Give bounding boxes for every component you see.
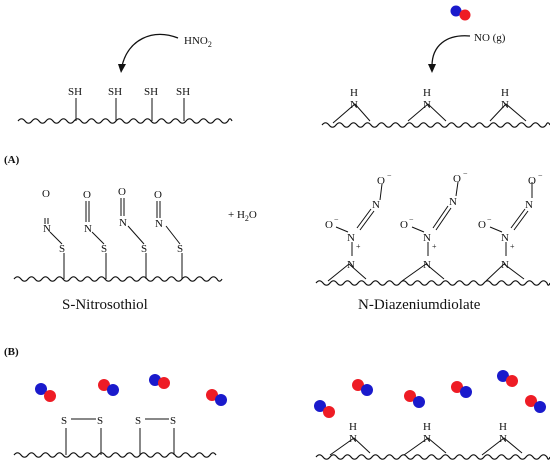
water-label: + H2O [228,209,257,223]
no-molecule-icon [451,381,472,398]
no-molecule-icon [35,383,56,402]
o-atom-2: O [83,189,91,201]
nitrosothiol-groups [44,198,183,279]
n-atom-1: N [43,223,51,235]
regenerated-amine-surface [315,454,550,460]
no-molecule-icon [314,400,335,418]
dz2-n-central: N [423,232,431,244]
diazeniumdiolate-atoms: N N + O − N O − N N + O − N O − N N + O … [325,169,543,271]
product-name-nitrosothiol: S-Nitrosothiol [62,297,148,313]
disulfide-s-4: S [170,415,176,427]
dz3-o-top-minus: − [538,171,543,180]
section-label-a: (A) [4,154,20,166]
thiol-surface [17,118,233,124]
thiol-groups: SH SH SH SH [68,86,190,121]
nitrosothiol-atoms: O N S O N S O N S O N S [42,186,183,255]
sh-label-4: SH [176,86,190,98]
sh-label-3: SH [144,86,158,98]
regen-h-3: H [499,421,507,433]
regenerated-amine-groups [329,437,523,456]
section-label-b: (B) [4,346,19,358]
no-molecule-icon [352,379,373,396]
s-atom-2: S [101,243,107,255]
no-molecule-icon [149,374,170,389]
diazeniumdiolate-surface [315,280,550,286]
product-name-diazeniumdiolate: N-Diazeniumdiolate [358,297,481,313]
dz2-n-upper: N [449,196,457,208]
regen-h-2: H [423,421,431,433]
no-molecule-icon [98,379,119,396]
n-atom-2: N [84,223,92,235]
regenerated-amine-atoms: N H N H N H [349,421,507,445]
no-molecule-icon [206,389,227,406]
dz1-o-top: O [377,175,385,187]
dz2-o-side: O [400,219,408,231]
amine-groups: N H N H N H [332,87,527,124]
dz1-o-side: O [325,219,333,231]
disulfide-atoms: S S S S [61,415,176,427]
sh-label-2: SH [108,86,122,98]
dz2-o-side-minus: − [409,215,414,224]
dz3-plus: + [510,242,515,251]
amine-h-3: H [501,87,509,99]
no-molecule-icon [525,395,546,413]
dz3-n-surface: N [501,259,509,271]
dz2-o-top: O [453,173,461,185]
dz3-n-upper: N [525,199,533,211]
dz1-n-upper: N [372,199,380,211]
dz3-o-side-minus: − [487,215,492,224]
disulfide-surface [13,452,217,458]
n-atom-3: N [119,217,127,229]
regen-n-1: N [349,433,357,445]
amine-n-2: N [423,99,431,111]
amine-n-3: N [501,99,509,111]
dz1-n-central: N [347,232,355,244]
regen-n-3: N [499,433,507,445]
s-atom-1: S [59,243,65,255]
released-no-molecules-left [35,374,227,406]
o-atom-1: O [42,188,50,200]
diazeniumdiolate-groups [327,181,533,282]
nitrosothiol-surface [13,276,223,282]
disulfide-bridges [65,418,175,455]
dz3-n-central: N [501,232,509,244]
o-atom-3: O [118,186,126,198]
n-atom-4: N [155,218,163,230]
dz2-o-top-minus: − [463,169,468,178]
dz1-o-side-minus: − [334,215,339,224]
s-atom-4: S [177,243,183,255]
dz1-plus: + [356,242,361,251]
regen-h-1: H [349,421,357,433]
arrowhead-hno2 [118,64,126,73]
sh-label-1: SH [68,86,82,98]
disulfide-s-1: S [61,415,67,427]
disulfide-s-2: S [97,415,103,427]
amine-h-1: H [350,87,358,99]
amine-n-1: N [350,99,358,111]
no-gas-label: NO (g) [474,32,506,44]
dz3-o-side: O [478,219,486,231]
hno2-label: HNO2 [184,35,212,49]
amine-surface [321,122,550,128]
curved-arrow-no [431,35,471,67]
arrowhead-no [428,64,436,73]
regen-n-2: N [423,433,431,445]
dz1-n-surface: N [347,259,355,271]
disulfide-s-3: S [135,415,141,427]
no-molecule-icon [497,370,518,387]
dz2-plus: + [432,242,437,251]
curved-arrow-hno2 [121,33,179,67]
dz3-o-top: O [528,175,536,187]
amine-h-2: H [423,87,431,99]
o-atom-4: O [154,189,162,201]
no-molecule-icon [404,390,425,408]
released-no-molecules-right [314,370,546,418]
dz1-o-top-minus: − [387,171,392,180]
dz2-n-surface: N [423,259,431,271]
s-atom-3: S [141,243,147,255]
no-molecule-icon [450,5,471,21]
